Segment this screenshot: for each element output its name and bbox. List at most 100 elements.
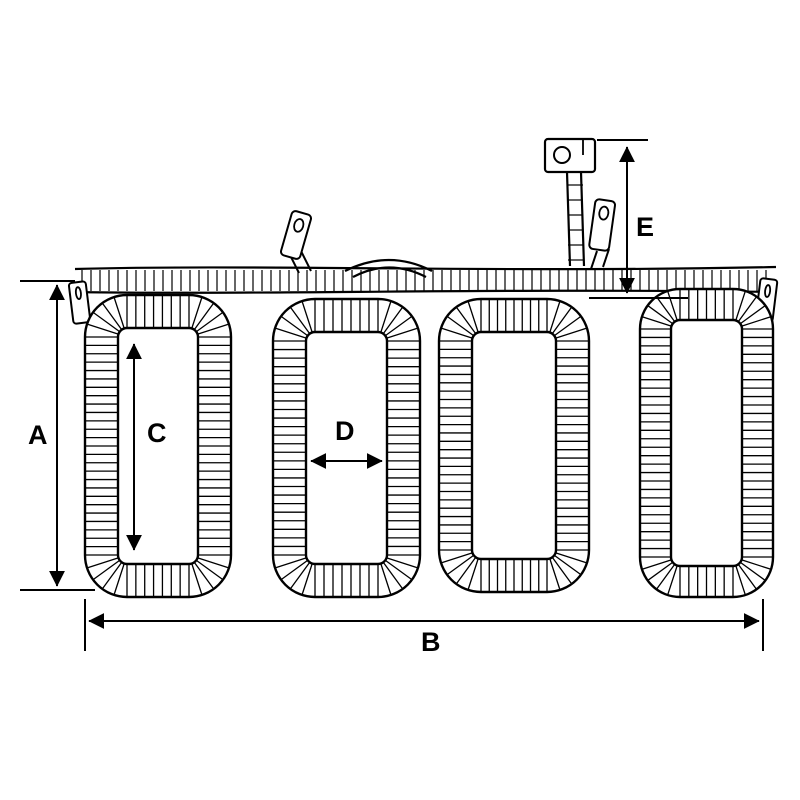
coil-3-inner-outline xyxy=(470,330,558,561)
winding-hatch-line xyxy=(740,562,765,581)
coil-4-winding-hatch xyxy=(641,290,772,596)
winding-hatch-line xyxy=(275,557,306,569)
winding-hatch-line xyxy=(87,323,118,335)
winding-hatch-line xyxy=(290,562,310,589)
dimension-d-label: D xyxy=(335,416,355,446)
winding-hatch-line xyxy=(742,559,771,570)
winding-hatch-line xyxy=(742,316,771,327)
winding-hatch-line xyxy=(191,564,203,595)
bus-bar-bottom-edge xyxy=(74,289,777,294)
winding-hatch-line xyxy=(383,562,403,589)
terminal-block-hole xyxy=(553,146,571,164)
winding-hatch-line xyxy=(198,323,229,335)
winding-hatch-line xyxy=(554,316,581,336)
winding-hatch-line xyxy=(198,557,229,569)
winding-hatch-line xyxy=(194,562,214,589)
winding-hatch-line xyxy=(196,560,223,580)
dimension-c-label: C xyxy=(147,418,167,448)
terminal-block xyxy=(543,137,597,174)
winding-hatch-line xyxy=(191,297,203,328)
winding-hatch-line xyxy=(738,297,757,322)
winding-hatch-line xyxy=(93,312,120,332)
dimension-d: D xyxy=(310,416,383,469)
winding-hatch-line xyxy=(441,327,472,339)
winding-hatch-line xyxy=(642,316,671,327)
dimension-a-label: A xyxy=(28,420,48,450)
winding-hatch-line xyxy=(656,297,675,322)
winding-hatch-line xyxy=(387,327,418,339)
winding-hatch-line xyxy=(447,316,474,336)
coil-2-inner-outline xyxy=(304,330,389,566)
left-end-tab-body xyxy=(67,280,92,325)
winding-hatch-line xyxy=(383,307,403,334)
coil-3 xyxy=(437,297,591,594)
lug-right-lead-b xyxy=(602,248,610,268)
lug-terminal-right xyxy=(588,198,617,270)
winding-hatch-line xyxy=(441,552,472,564)
right-end-tab-slot xyxy=(764,284,772,298)
lug-left-lead-b xyxy=(300,250,312,272)
coil-4-inner-outline xyxy=(669,318,744,568)
winding-hatch-line xyxy=(102,562,122,589)
winding-hatch-line xyxy=(281,560,308,580)
winding-hatch-line xyxy=(380,564,392,595)
winding-hatch-line xyxy=(648,562,673,581)
winding-hatch-line xyxy=(738,564,757,589)
winding-hatch-line xyxy=(735,566,746,595)
dimension-e-label: E xyxy=(636,212,654,242)
winding-hatch-line xyxy=(290,307,310,334)
winding-hatch-line xyxy=(656,564,675,589)
winding-hatch-line xyxy=(194,303,214,330)
winding-hatch-line xyxy=(113,297,125,328)
lug-terminal-left xyxy=(279,210,313,274)
left-end-tab-slot xyxy=(74,286,82,300)
winding-hatch-line xyxy=(113,564,125,595)
terminal-strap-left-edge xyxy=(565,171,572,267)
winding-hatch-line xyxy=(387,557,418,569)
winding-hatch-line xyxy=(196,312,223,332)
winding-hatch-line xyxy=(549,559,561,590)
bus-bar xyxy=(74,258,777,294)
winding-hatch-line xyxy=(275,327,306,339)
winding-hatch-line xyxy=(549,301,561,332)
winding-hatch-line xyxy=(740,305,765,324)
bus-bar-body xyxy=(75,267,776,293)
winding-hatch-line xyxy=(467,559,479,590)
lug-left-hole xyxy=(293,218,305,233)
winding-hatch-line xyxy=(556,327,587,339)
dimension-a: A xyxy=(20,284,95,591)
winding-hatch-line xyxy=(642,559,671,570)
lug-right-lead-a xyxy=(590,250,598,270)
winding-hatch-line xyxy=(301,564,313,595)
winding-hatch-line xyxy=(87,557,118,569)
crossover-strap-outer xyxy=(344,258,433,272)
coil-1-winding-hatch xyxy=(86,296,230,596)
winding-hatch-line xyxy=(554,555,581,575)
winding-hatch-line xyxy=(667,291,678,320)
winding-hatch-line xyxy=(281,316,308,336)
winding-hatch-line xyxy=(380,301,392,332)
crossover-strap-inner xyxy=(352,266,427,278)
coil-2 xyxy=(271,297,422,599)
coil-3-winding-hatch xyxy=(440,300,588,591)
winding-hatch-line xyxy=(456,557,476,584)
winding-hatch-line xyxy=(552,307,572,334)
lug-right-hole xyxy=(598,205,610,221)
winding-hatch-line xyxy=(447,555,474,575)
winding-hatch-line xyxy=(102,303,122,330)
winding-hatch-line xyxy=(552,557,572,584)
bus-bar-hatch xyxy=(81,270,767,291)
terminal-strap xyxy=(565,171,586,267)
terminal-strap-right-edge xyxy=(579,171,586,267)
dimension-e: E xyxy=(589,139,688,299)
winding-hatch-line xyxy=(456,307,476,334)
winding-hatch-line xyxy=(385,560,412,580)
winding-hatch-line xyxy=(385,316,412,336)
winding-hatch-line xyxy=(648,305,673,324)
winding-hatch-line xyxy=(667,566,678,595)
lug-left-body xyxy=(279,210,313,260)
coil-2-winding-hatch xyxy=(274,300,419,596)
winding-hatch-line xyxy=(735,291,746,320)
terminal-strap-hatch xyxy=(568,184,583,261)
dimension-c: C xyxy=(126,343,167,551)
